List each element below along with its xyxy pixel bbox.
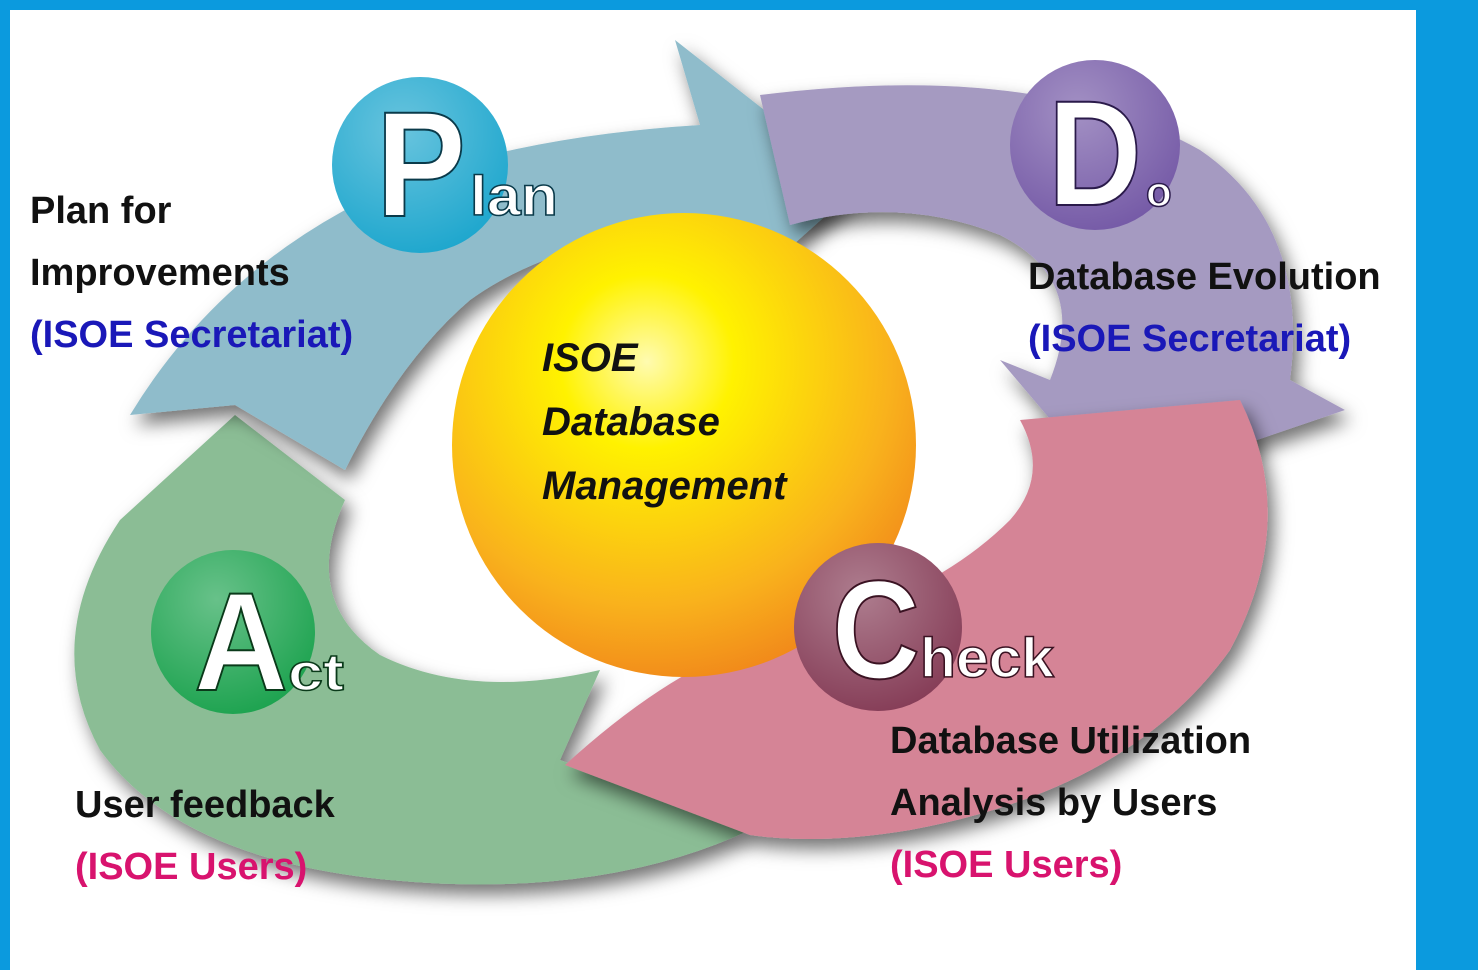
check-big-letter: C [832, 551, 920, 708]
check-title-line2: Analysis by Users [890, 782, 1218, 824]
do-arrow [760, 85, 1345, 490]
do-owner: (ISOE Secretariat) [1028, 318, 1352, 360]
check-title-line1: Database Utilization [890, 720, 1252, 762]
plan-title-line2: Improvements [30, 252, 290, 294]
do-caption: Database Evolution (ISOE Secretariat) [1028, 246, 1381, 370]
do-big-letter: D [1048, 69, 1142, 237]
do-badge: D o [1010, 60, 1180, 238]
act-badge: A ct [151, 550, 345, 721]
do-badge-shine [1010, 60, 1180, 230]
act-big-letter: A [194, 563, 288, 720]
plan-badge: P lan [332, 77, 559, 253]
plan-big-letter: P [376, 80, 466, 248]
do-word-rest: o [1146, 168, 1172, 215]
plan-title-line1: Plan for [30, 190, 172, 232]
plan-owner: (ISOE Secretariat) [30, 314, 354, 356]
center-label-line3: Management [542, 464, 787, 508]
act-caption: User feedback (ISOE Users) [75, 774, 335, 898]
act-arrow [74, 415, 751, 885]
check-badge: C heck [794, 543, 1056, 711]
plan-arrow [130, 40, 860, 470]
center-label-line1: ISOE [542, 336, 638, 380]
act-owner: (ISOE Users) [75, 846, 308, 888]
plan-word-rest: lan [470, 164, 558, 227]
act-badge-shine [151, 550, 315, 714]
plan-badge-shine [332, 77, 508, 253]
center-label: ISOE Database Management [542, 326, 787, 518]
check-caption: Database Utilization Analysis by Users (… [890, 710, 1251, 896]
act-title-line1: User feedback [75, 784, 335, 826]
plan-caption: Plan for Improvements (ISOE Secretariat) [30, 180, 353, 366]
act-word-rest: ct [288, 644, 344, 702]
center-label-line2: Database [542, 400, 720, 444]
do-title-line1: Database Evolution [1028, 256, 1381, 298]
check-badge-shine [794, 543, 962, 711]
center-sphere [452, 213, 916, 677]
check-owner: (ISOE Users) [890, 844, 1123, 886]
check-word-rest: heck [920, 626, 1055, 689]
